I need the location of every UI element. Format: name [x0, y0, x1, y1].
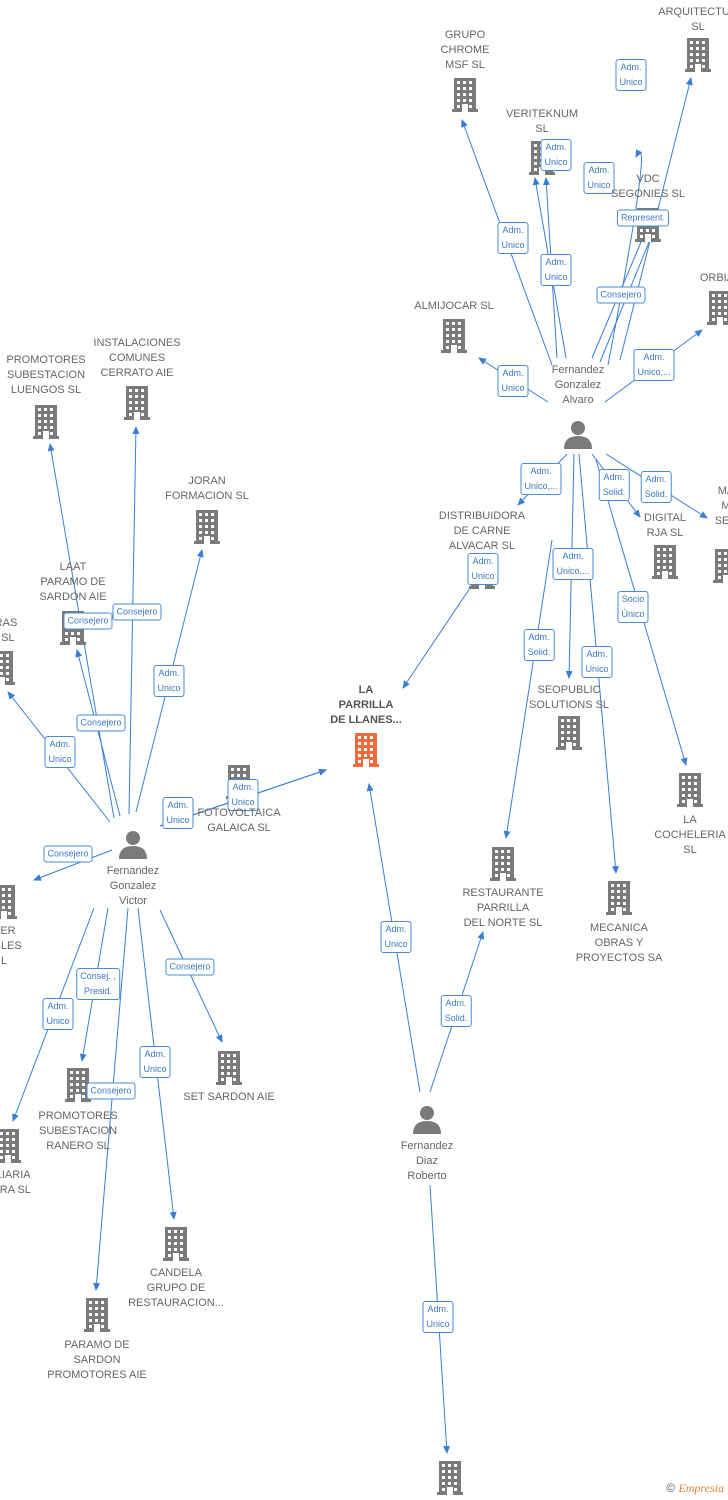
edge-label[interactable]: Adm. Unico — [153, 665, 185, 697]
building-icon[interactable] — [0, 1129, 21, 1163]
edge-fernandez_victor-instalaciones — [128, 426, 140, 815]
edge-label[interactable]: Adm. Unico — [139, 1046, 171, 1078]
node-label-fernandez-victor[interactable]: Fernandez Gonzalez Victor — [106, 865, 160, 907]
edge-label[interactable]: Adm. Unico — [497, 222, 529, 254]
edge-label[interactable]: Adm. Unico — [615, 59, 647, 91]
edge-fernandez_alvaro-vdc — [607, 149, 643, 366]
building-icon[interactable] — [713, 549, 728, 583]
footer-credit: © Empresia — [666, 1481, 724, 1496]
edge-label[interactable]: Consejero — [86, 1082, 136, 1100]
edge-fernandez_alvaro-la_parrilla — [402, 584, 473, 689]
edge-label[interactable]: Consejero — [165, 958, 215, 976]
node-label-instalaciones[interactable]: INSTALACIONES COMUNES CERRATO AIE — [93, 337, 181, 379]
edge-label[interactable]: Adm. Unico — [44, 736, 76, 768]
building-icon[interactable] — [490, 847, 516, 881]
edge-label[interactable]: Consejero — [63, 612, 113, 630]
edge-fernandez_victor-laat — [75, 649, 121, 817]
edge-fernandez_victor-set_sardon — [159, 909, 223, 1043]
node-label-veriteknum[interactable]: VERITEKNUM SL — [505, 108, 579, 135]
building-icon[interactable] — [163, 1227, 189, 1261]
building-icon[interactable] — [452, 78, 478, 112]
node-label-almijocar[interactable]: ALMIJOCAR SL — [414, 300, 494, 312]
edge-fernandez_alvaro-restaurante — [503, 539, 553, 839]
edge-label[interactable]: Adm. Unico — [380, 921, 412, 953]
copyright-symbol: © — [666, 1481, 676, 1495]
building-icon[interactable] — [216, 1051, 242, 1085]
node-label-rer-ables[interactable]: RER ABLES L — [0, 925, 22, 967]
building-icon[interactable] — [652, 545, 678, 579]
building-icon[interactable] — [33, 405, 59, 439]
edge-label[interactable]: Adm. Unico — [497, 365, 529, 397]
node-label-la-cocheleria[interactable]: LA COCHELERIA SL — [654, 814, 726, 856]
person-icon[interactable] — [119, 831, 147, 859]
edge-label[interactable]: Adm. Unico — [467, 553, 499, 585]
node-label-laat[interactable]: LAAT PARAMO DE SARDON AIE — [39, 561, 107, 603]
building-icon[interactable] — [707, 291, 728, 325]
node-label-ma-serv[interactable]: MA M SER — [714, 485, 728, 527]
person-icon[interactable] — [564, 421, 592, 449]
building-icon[interactable] — [65, 1068, 91, 1102]
node-label-seopublic[interactable]: SEOPUBLIC SOLUTIONS SL — [528, 684, 610, 711]
node-label-arquitectura[interactable]: ARQUITECTUR SL — [658, 6, 728, 33]
building-icon[interactable] — [685, 38, 711, 72]
building-icon[interactable] — [0, 885, 17, 919]
edge-label[interactable]: Adm. Unico — [540, 254, 572, 286]
brand-logo[interactable]: Empresia — [678, 1481, 724, 1495]
building-icon[interactable] — [84, 1298, 110, 1332]
node-label-digital-rja[interactable]: DIGITAL RJA SL — [644, 512, 686, 539]
edge-label[interactable]: Adm. Unico — [583, 162, 615, 194]
node-label-fernandez-roberto[interactable]: Fernandez Diaz Roberto — [400, 1140, 454, 1182]
edge-label[interactable]: Adm. Unico — [581, 646, 613, 678]
node-label-paramo[interactable]: PARAMO DE SARDON PROMOTORES AIE — [47, 1339, 147, 1381]
edge-label[interactable]: Adm. Unico — [227, 779, 259, 811]
node-label-vdc[interactable]: VDC SEGONIES SL — [611, 173, 685, 200]
node-label-grupo-chrome[interactable]: GRUPO CHROME MSF SL — [440, 29, 490, 71]
node-label-la-parrilla[interactable]: LA PARRILLA DE LLANES... — [330, 684, 402, 726]
building-icon[interactable] — [606, 881, 632, 915]
node-label-candela[interactable]: CANDELA GRUPO DE RESTAURACION... — [128, 1267, 224, 1309]
edge-label[interactable]: Adm. Unico — [422, 1301, 454, 1333]
edge-label[interactable]: Adm. Unico — [162, 797, 194, 829]
building-icon[interactable] — [556, 716, 582, 750]
node-label-rras[interactable]: RRAS O SL — [0, 617, 18, 644]
focus-building-icon[interactable] — [353, 733, 379, 767]
edge-label[interactable]: Consejero — [596, 286, 646, 304]
building-icon[interactable] — [194, 510, 220, 544]
edge-label[interactable]: Socio Único — [617, 591, 649, 623]
edge-label[interactable]: Adm. Unico — [540, 139, 572, 171]
edge-label[interactable]: Consej. , Presid. — [76, 968, 120, 1000]
edge-label[interactable]: Consejero — [112, 603, 162, 621]
edge-label[interactable]: Adm. Unico — [42, 998, 74, 1030]
edge-label[interactable]: Represent. — [616, 209, 670, 227]
node-label-fotovoltaica[interactable]: FOTOVOLTAICA GALAICA SL — [197, 807, 281, 834]
edge-label[interactable]: Adm. Solid. — [598, 469, 630, 501]
node-label-restaurante[interactable]: RESTAURANTE PARRILLA DEL NORTE SL — [462, 887, 544, 929]
building-icon[interactable] — [677, 773, 703, 807]
building-icon[interactable] — [441, 319, 467, 353]
building-icon[interactable] — [0, 651, 15, 685]
edge-fernandez_victor-rer_ables — [33, 849, 113, 881]
node-label-joran[interactable]: JORAN FORMACION SL — [165, 475, 249, 502]
node-label-promotores-luengos[interactable]: PROMOTORES SUBESTACION LUENGOS SL — [6, 354, 86, 396]
node-label-promotores-ranero[interactable]: PROMOTORES SUBESTACION RANERO SL — [38, 1110, 118, 1152]
edge-label[interactable]: Adm. Unico,... — [520, 463, 562, 495]
edge-label[interactable]: Adm. Solid. — [440, 995, 472, 1027]
edge-label[interactable]: Adm. Unico,... — [633, 349, 675, 381]
building-icon[interactable] — [124, 386, 150, 420]
edge-label[interactable]: Consejero — [76, 714, 126, 732]
edge-label[interactable]: Adm. Solid. — [523, 629, 555, 661]
node-label-set-sardon[interactable]: SET SARDON AIE — [183, 1091, 275, 1103]
node-label-biliaria[interactable]: BILIARIA BERA SL — [0, 1169, 31, 1196]
edge-label[interactable]: Adm. Unico,... — [552, 548, 594, 580]
person-icon[interactable] — [413, 1106, 441, 1134]
edge-label[interactable]: Consejero — [43, 845, 93, 863]
building-icon[interactable] — [437, 1461, 463, 1495]
node-label-distribuidora[interactable]: DISTRIBUIDORA DE CARNE ALVACAR SL — [438, 510, 526, 552]
node-label-fernandez-alvaro[interactable]: Fernandez Gonzalez Alvaro — [551, 364, 605, 406]
node-label-mecanica[interactable]: MECANICA OBRAS Y PROYECTOS SA — [575, 922, 663, 964]
edge-label[interactable]: Adm. Solid. — [640, 471, 672, 503]
